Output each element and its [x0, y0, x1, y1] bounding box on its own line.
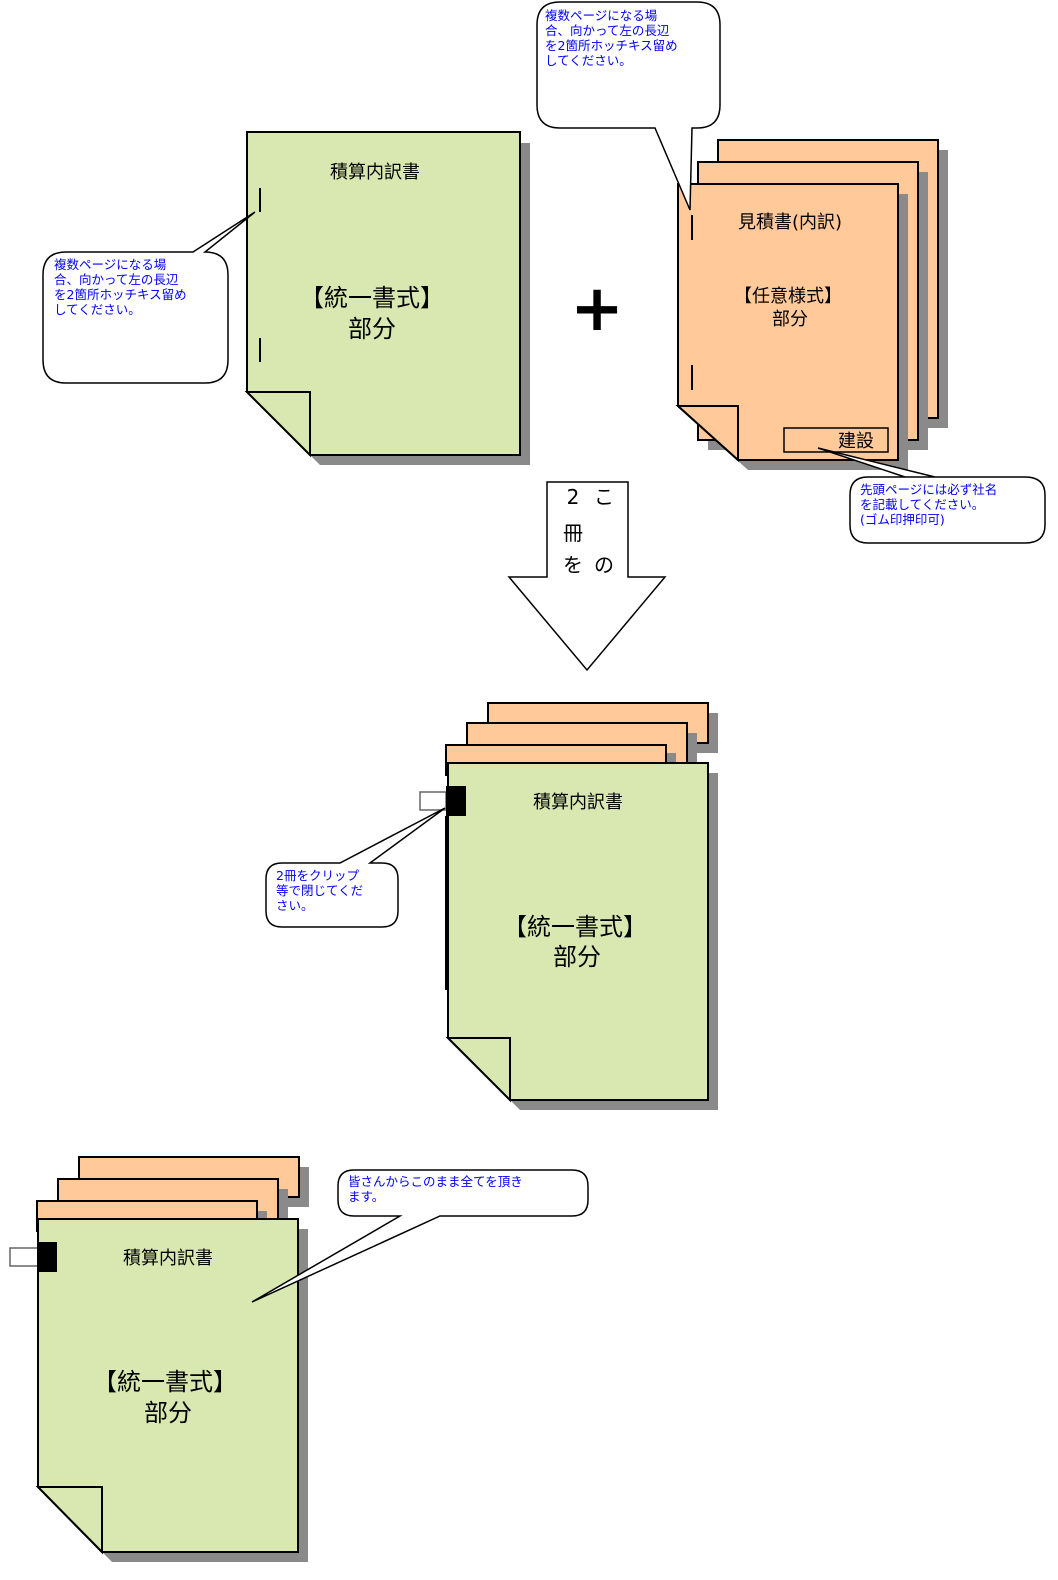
- document-body-line1: 【統一書式】: [503, 913, 647, 941]
- callout-bubble: [536, 1, 721, 211]
- document-page: [246, 131, 521, 456]
- document-title: 積算内訳書: [533, 792, 623, 813]
- top-left-document: 積算内訳書 【統一書式】 部分: [244, 131, 530, 465]
- plus-sign: +: [570, 272, 624, 346]
- top-right-document-stack: 見積書(内訳) 【任意様式】 部分 建設: [675, 139, 948, 470]
- callout-line: 2冊をクリップ: [276, 868, 359, 883]
- callout-line: (ゴム印押印可): [860, 512, 945, 527]
- document-body-line1: 【統一書式】: [93, 1368, 237, 1396]
- callout-line: を2箇所ホッチキス留め: [545, 38, 678, 53]
- callout-line: さい。: [276, 898, 314, 913]
- company-name-box: [783, 427, 889, 453]
- dog-ear-fold: [244, 391, 311, 458]
- arrow-text: の: [594, 553, 614, 577]
- arrow-text: 2: [567, 485, 580, 509]
- arrow-shape: [507, 481, 667, 672]
- middle-combined-document: 積算内訳書 【統一書式】 部分: [419, 702, 718, 1110]
- binder-clip-handle: [419, 791, 447, 811]
- callout-bubble: [817, 447, 1046, 544]
- callout-line: 合、向かって左の長辺: [545, 23, 670, 38]
- binder-clip-icon: [446, 786, 466, 816]
- document-title: 積算内訳書: [330, 162, 420, 183]
- callout-bubble: [251, 1169, 589, 1303]
- document-body-line2: 部分: [144, 1399, 192, 1427]
- document-body-line2: 部分: [348, 315, 396, 343]
- callout-staple-left: 複数ページになる場 合、向かって左の長辺 を2箇所ホッチキス留め してください。: [42, 211, 256, 384]
- callout-line: してください。: [545, 53, 632, 68]
- front-sheet: [677, 183, 899, 461]
- document-body-line1: 【任意様式】: [734, 286, 842, 307]
- callout-line: を記載してください。: [860, 497, 984, 512]
- callout-line: を2箇所ホッチキス留め: [54, 287, 187, 302]
- callout-line: 複数ページになる場: [54, 257, 166, 272]
- callout-line: 等で閉じてくだ: [276, 883, 363, 898]
- dog-ear-fold: [675, 405, 739, 463]
- callout-line: 皆さんからこのまま全てを頂き: [348, 1174, 523, 1189]
- callout-clip: 2冊をクリップ 等で閉じてくだ さい。: [265, 807, 446, 928]
- callout-receive-all: 皆さんからこのまま全てを頂き ます。: [251, 1169, 589, 1303]
- callout-line: 合、向かって左の長辺: [54, 272, 179, 287]
- dog-ear-fold: [445, 1037, 511, 1103]
- arrow-text: 冊: [563, 521, 583, 545]
- document-body-line2: 部分: [772, 309, 808, 330]
- document-body-line2: 部分: [553, 943, 601, 971]
- company-name-text: 建設: [838, 431, 874, 452]
- callout-line: 複数ページになる場: [545, 8, 657, 23]
- callout-company-name: 先頭ページには必ず社名 を記載してください。 (ゴム印押印可): [817, 447, 1046, 544]
- document-title: 積算内訳書: [123, 1248, 213, 1269]
- callout-line: してください。: [54, 302, 141, 317]
- down-arrow: 2 冊 を こ の: [507, 481, 667, 672]
- dog-ear-fold: [35, 1486, 103, 1555]
- callout-staple-top: 複数ページになる場 合、向かって左の長辺 を2箇所ホッチキス留め してください。: [536, 1, 721, 211]
- document-body-line1: 【統一書式】: [300, 284, 444, 312]
- callout-bubble: [265, 807, 446, 928]
- arrow-text: こ: [594, 485, 614, 509]
- document-page: [447, 762, 709, 1101]
- binder-clip-icon: [37, 1242, 57, 1272]
- binder-clip-handle: [9, 1247, 39, 1267]
- arrow-text: を: [563, 553, 583, 577]
- callout-bubble: [42, 211, 256, 384]
- bottom-combined-document: 積算内訳書 【統一書式】 部分: [9, 1156, 309, 1562]
- document-page: [37, 1218, 299, 1553]
- callout-line: 先頭ページには必ず社名: [860, 482, 997, 497]
- callout-line: ます。: [348, 1189, 384, 1204]
- document-title: 見積書(内訳): [738, 212, 842, 233]
